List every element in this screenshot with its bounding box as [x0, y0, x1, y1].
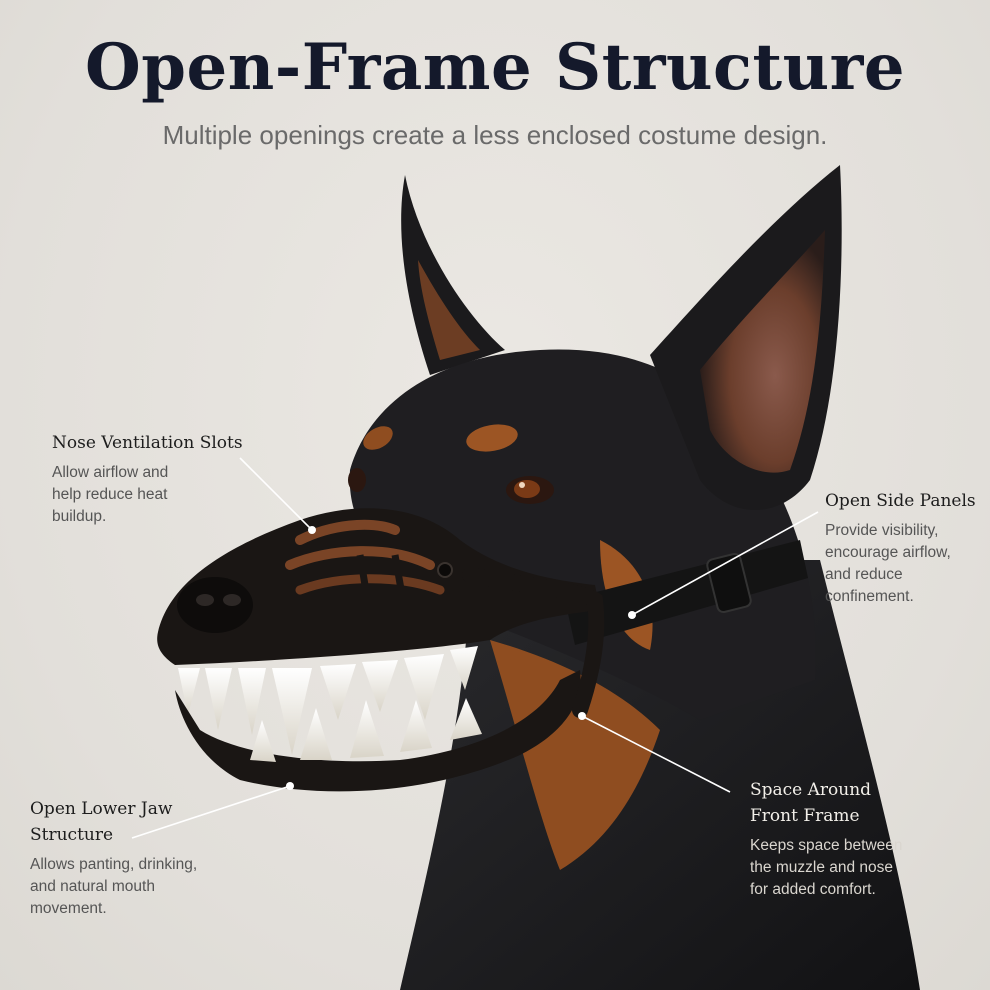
callout-heading-line: Space Around — [750, 780, 872, 800]
page-subtitle: Multiple openings create a less enclosed… — [162, 120, 828, 150]
callout-leaders — [131, 457, 819, 839]
callout-line: movement. — [30, 900, 107, 917]
upper-teeth — [178, 646, 478, 755]
callout-description: Keeps space between the muzzle and nose … — [750, 835, 950, 901]
callout-line: encourage airflow, — [825, 544, 951, 561]
callout-nose-ventilation-slots: Nose Ventilation Slots Allow airflow and… — [52, 430, 272, 528]
callout-line: and reduce — [825, 566, 903, 583]
dog-right-ear — [650, 165, 842, 510]
callout-description: Allows panting, drinking, and natural mo… — [30, 854, 260, 920]
dog-throat — [490, 640, 660, 870]
callout-line: and natural mouth — [30, 878, 155, 895]
callout-heading: Nose Ventilation Slots — [52, 433, 243, 453]
callout-heading: Open Side Panels — [825, 491, 976, 511]
callout-line: Allow airflow and — [52, 464, 169, 481]
callout-dots — [286, 526, 636, 790]
callout-open-lower-jaw-structure: Open Lower Jaw Structure Allows panting,… — [30, 796, 260, 920]
page-title: Open-Frame Structure — [84, 30, 906, 105]
callout-line: the muzzle and nose — [750, 859, 894, 876]
callout-description: Provide visibility, encourage airflow, a… — [825, 520, 985, 608]
callout-line: Provide visibility, — [825, 522, 939, 539]
callout-heading: Open Lower Jaw Structure — [30, 796, 260, 848]
muzzle-cage — [157, 508, 605, 792]
callout-heading: Space Around Front Frame — [750, 777, 950, 829]
callout-heading-line: Open Lower Jaw — [30, 799, 173, 819]
callout-line: confinement. — [825, 588, 914, 605]
callout-line: buildup. — [52, 508, 107, 525]
callout-line: Keeps space between — [750, 837, 903, 854]
muzzle-strap — [565, 540, 808, 645]
lower-teeth — [250, 698, 482, 762]
dog-left-ear — [401, 175, 505, 375]
callout-open-side-panels: Open Side Panels Provide visibility, enc… — [825, 488, 985, 608]
callout-heading-line: Structure — [30, 825, 114, 845]
callout-space-around-front-frame: Space Around Front Frame Keeps space bet… — [750, 777, 950, 901]
callout-description: Allow airflow and help reduce heat build… — [52, 462, 272, 528]
callout-line: help reduce heat — [52, 486, 168, 503]
callout-line: for added comfort. — [750, 881, 876, 898]
callout-heading-line: Front Frame — [750, 806, 860, 826]
callout-line: Allows panting, drinking, — [30, 856, 198, 873]
